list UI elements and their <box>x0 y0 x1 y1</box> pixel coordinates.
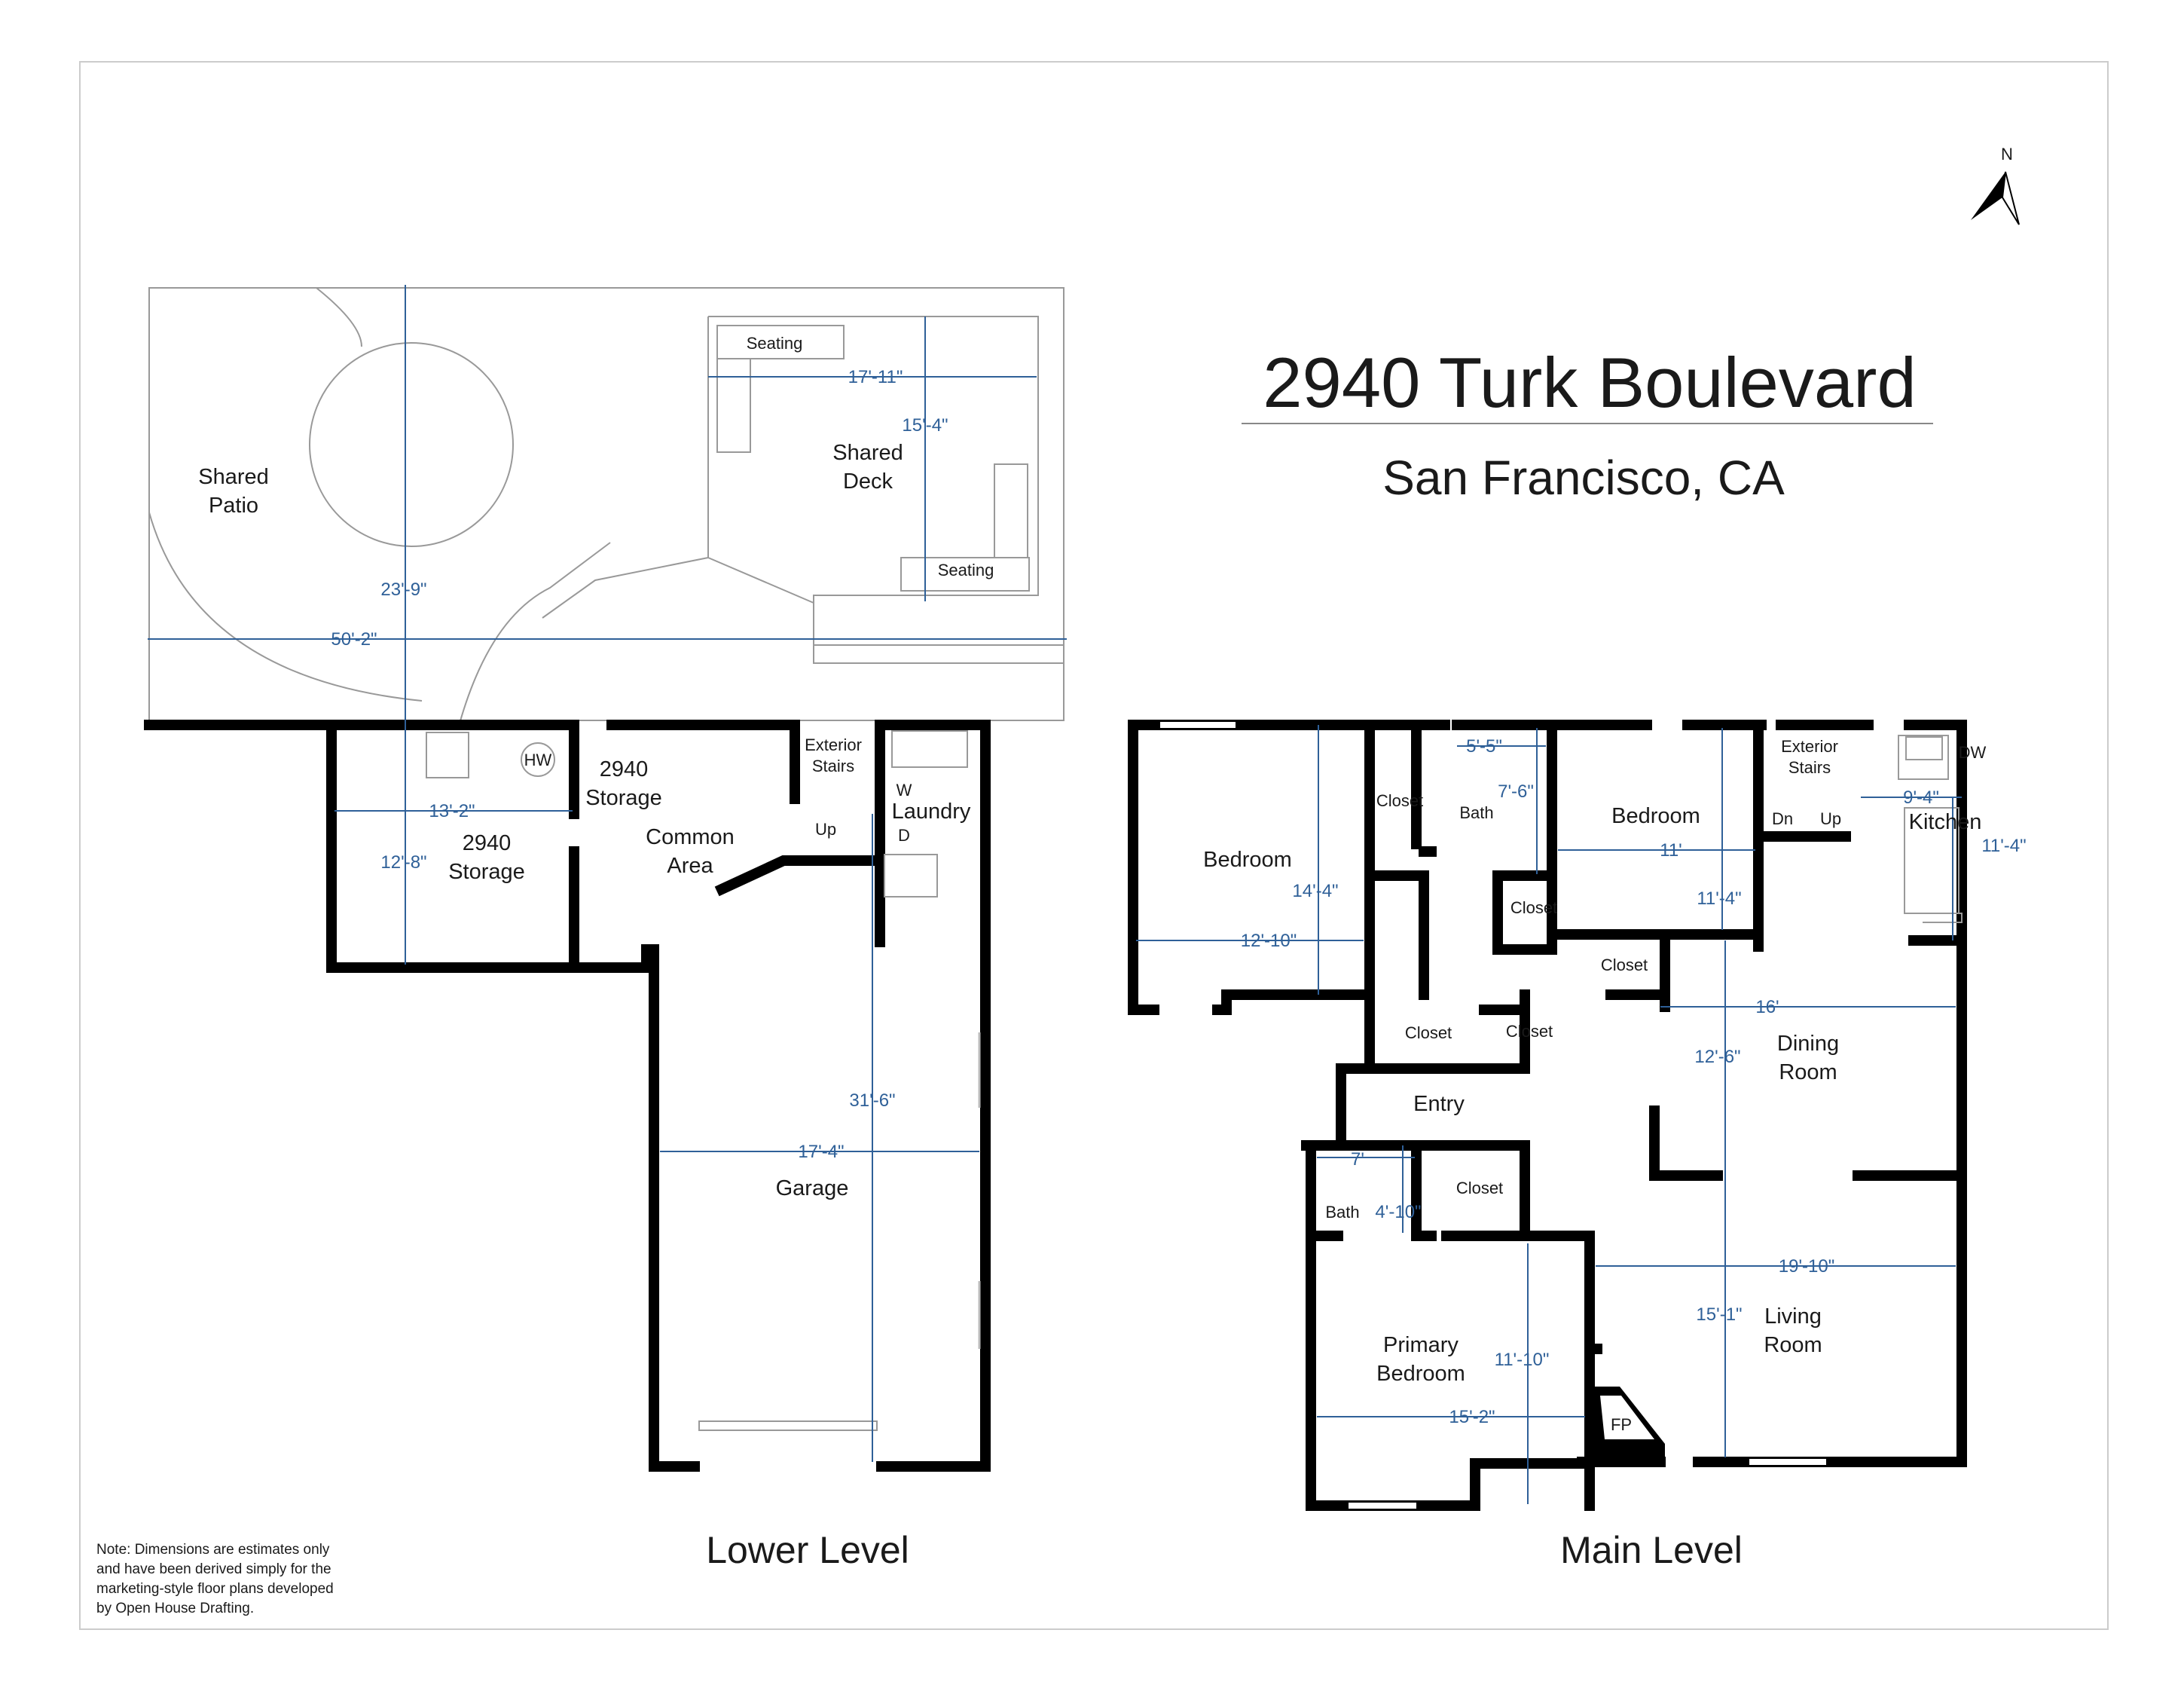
label-seating-1: Seating <box>747 334 803 353</box>
dim-23-9: 23'-9" <box>380 579 426 600</box>
water-heater-icon <box>521 742 555 777</box>
label-patio: Patio <box>209 494 258 518</box>
label-closet-5: Closet <box>1506 1022 1553 1041</box>
note-line-3: marketing-style floor plans developed <box>96 1581 334 1597</box>
label-up-main: Up <box>1820 809 1841 828</box>
dim-31-6: 31'-6" <box>849 1090 895 1111</box>
label-entry: Entry <box>1413 1092 1465 1116</box>
label-primary-1: Primary <box>1383 1333 1459 1357</box>
label-storage-b-1: 2940 <box>600 757 649 781</box>
dim-12-10: 12'-10" <box>1241 931 1297 951</box>
label-dining-1: Dining <box>1777 1032 1839 1056</box>
label-d: D <box>898 826 910 845</box>
label-bath-1: Bath <box>1459 803 1493 822</box>
label-living-1: Living <box>1764 1304 1822 1329</box>
dim-13-2: 13'-2" <box>429 801 475 821</box>
label-dining-2: Room <box>1779 1060 1837 1084</box>
label-shared-deck-2: Deck <box>843 469 893 494</box>
patio-outline <box>148 287 1065 721</box>
north-label: N <box>2001 145 2013 164</box>
dim-11-4a: 11'-4" <box>1697 888 1741 909</box>
lower-level-caption: Lower Level <box>706 1529 909 1571</box>
label-living-2: Room <box>1764 1333 1822 1357</box>
storage-box <box>426 732 469 778</box>
label-shared-deck-1: Shared <box>832 441 903 465</box>
dim-11-4b: 11'-4" <box>1981 836 2026 856</box>
label-storage-a-2: Storage <box>448 860 525 884</box>
dim-50-2: 50'-2" <box>331 629 377 650</box>
label-seating-2: Seating <box>938 561 994 579</box>
label-exterior-stairs-2: Stairs <box>1788 758 1831 777</box>
label-up: Up <box>815 820 836 839</box>
north-arrow-icon: N <box>1971 145 2020 225</box>
label-closet-3: Closet <box>1601 956 1648 974</box>
dim-16: 16' <box>1755 997 1779 1017</box>
label-storage-b-2: Storage <box>585 786 662 810</box>
label-closet-6: Closet <box>1456 1179 1503 1197</box>
laundry-sink <box>891 730 968 768</box>
patio-planter <box>309 342 514 547</box>
dim-12-6: 12'-6" <box>1694 1047 1740 1067</box>
label-dw: DW <box>1959 743 1987 762</box>
label-bath-2: Bath <box>1325 1203 1359 1222</box>
dim-7: 7' <box>1351 1149 1364 1170</box>
note-line-2: and have been derived simply for the <box>96 1561 331 1577</box>
note-line-1: Note: Dimensions are estimates only <box>96 1542 330 1558</box>
dim-4-10: 4'-10" <box>1375 1202 1421 1222</box>
laundry-machine <box>884 854 938 898</box>
dim-17-4: 17'-4" <box>798 1142 844 1162</box>
label-shared: Shared <box>198 465 269 489</box>
label-exterior-1: Exterior <box>805 735 862 754</box>
label-bedroom-1: Bedroom <box>1203 848 1292 872</box>
label-hw: HW <box>524 751 552 769</box>
dim-5-5: 5'-5" <box>1466 736 1502 757</box>
lower-exterior-walls <box>144 720 991 1472</box>
dim-11-10: 11'-10" <box>1495 1350 1550 1370</box>
dishwasher <box>1898 735 1949 780</box>
main-level-plan: Bedroom Closet Bath Bedroom Closet Close… <box>1128 720 2027 1511</box>
closet-wall <box>1492 870 1557 955</box>
dim-11: 11' <box>1660 840 1682 861</box>
label-garage: Garage <box>776 1176 849 1200</box>
dim-14-4: 14'-4" <box>1292 881 1338 901</box>
label-primary-2: Bedroom <box>1376 1362 1465 1386</box>
label-kitchen: Kitchen <box>1909 810 1982 834</box>
dim-15-4: 15'-4" <box>902 415 948 436</box>
main-level-caption: Main Level <box>1560 1529 1743 1571</box>
label-common: Common <box>646 825 735 849</box>
label-w: W <box>897 781 912 800</box>
note-line-4: by Open House Drafting. <box>96 1601 254 1616</box>
label-exterior-stairs-1: Exterior <box>1781 737 1838 756</box>
label-laundry: Laundry <box>892 800 971 824</box>
label-closet-4: Closet <box>1405 1023 1452 1042</box>
label-closet-2: Closet <box>1510 898 1557 917</box>
lower-level-plan: Shared Patio Shared Deck Seating Seating… <box>144 285 1067 1472</box>
label-bedroom-2: Bedroom <box>1611 804 1700 828</box>
dim-9-4: 9'-4" <box>1903 787 1939 808</box>
dim-15-1: 15'-1" <box>1696 1304 1742 1325</box>
dim-15-2: 15'-2" <box>1449 1407 1495 1427</box>
dim-12-8: 12'-8" <box>380 852 426 873</box>
label-closet-1: Closet <box>1376 791 1423 810</box>
label-area: Area <box>667 854 713 878</box>
property-title: 2940 Turk Boulevard <box>1263 343 1916 422</box>
sheet-border <box>79 61 2109 1630</box>
label-fp: FP <box>1611 1415 1632 1434</box>
label-storage-a-1: 2940 <box>463 831 512 855</box>
common-area-wall <box>714 855 885 897</box>
dim-7-6: 7'-6" <box>1498 781 1534 802</box>
dim-17-11: 17'-11" <box>848 367 903 387</box>
dim-19-10: 19'-10" <box>1779 1256 1834 1277</box>
label-exterior-2: Stairs <box>812 757 854 775</box>
property-subtitle: San Francisco, CA <box>1382 451 1785 505</box>
garage-door <box>698 1420 878 1431</box>
label-dn: Dn <box>1772 809 1793 828</box>
